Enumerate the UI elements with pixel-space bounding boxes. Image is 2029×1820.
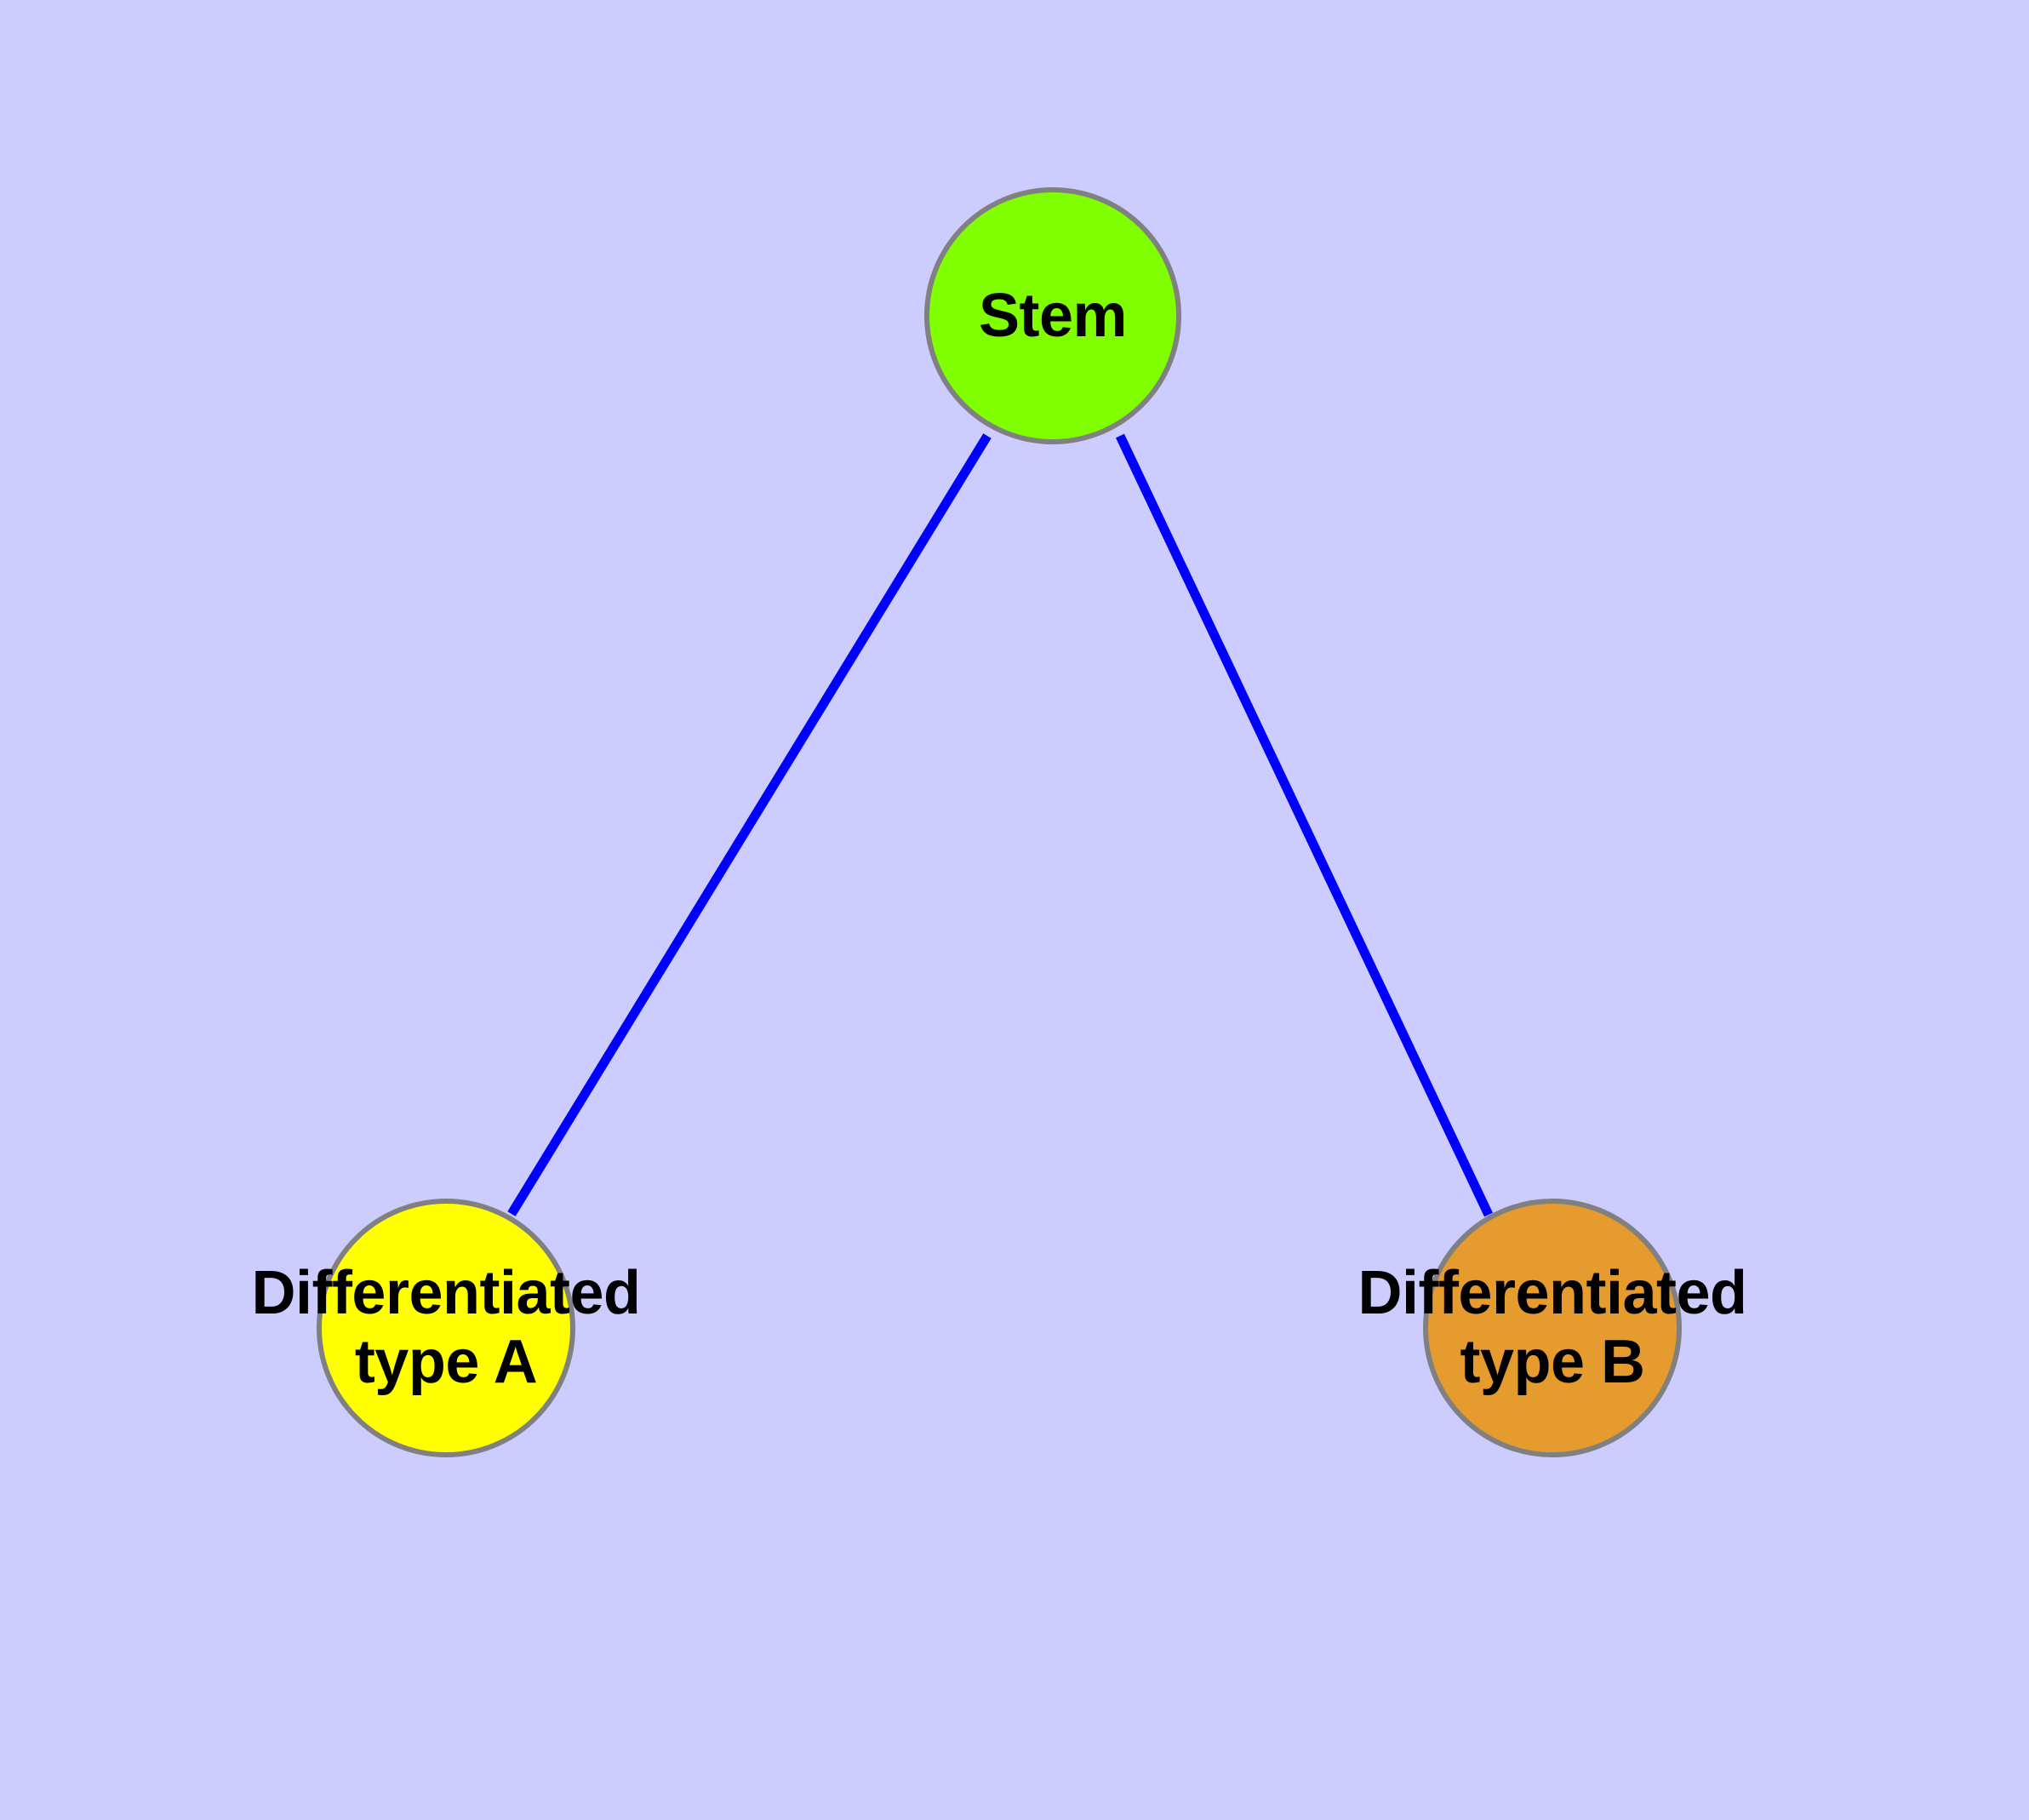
node-differentiated-type-a[interactable]	[317, 1199, 575, 1457]
edge-stem-to-diff-a	[507, 433, 992, 1216]
node-differentiated-type-b[interactable]	[1423, 1199, 1682, 1457]
edge-stem-to-diff-b	[1116, 433, 1493, 1217]
node-stem[interactable]	[924, 187, 1181, 444]
